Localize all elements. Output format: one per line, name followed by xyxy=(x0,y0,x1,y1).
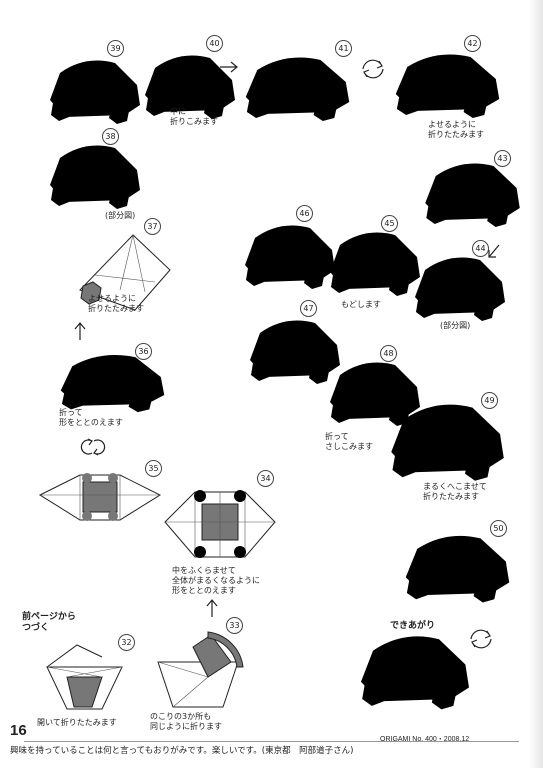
step-41-number: 41 xyxy=(335,40,352,57)
step-44-diagram xyxy=(415,257,505,321)
step-37-partial-label: (部分図) xyxy=(105,211,136,220)
step-48-number: 48 xyxy=(380,345,397,362)
step-40-number: 40 xyxy=(206,35,223,52)
step-36: 36 折って 形をととのえます xyxy=(55,340,175,440)
step-41: 41 xyxy=(240,40,355,130)
turn-over-arrow xyxy=(80,438,106,456)
reader-comment: 興味を持っていることは何と言ってもおりがみです。楽しいです。(東京都 阿部道子さ… xyxy=(10,746,354,756)
next-step-arrow xyxy=(220,61,238,73)
step-34: 34 中をふくらませて 全体がまるくなるように 形をととのえます xyxy=(160,470,290,600)
step-34-number: 34 xyxy=(257,470,274,487)
step-35-number: 35 xyxy=(145,460,162,477)
step-50-diagram xyxy=(405,535,510,603)
step-44: 44 (部分図) xyxy=(410,240,515,335)
step-42-number: 42 xyxy=(464,35,481,52)
step-37-diagram xyxy=(79,234,171,311)
step-32-number: 32 xyxy=(118,634,135,651)
step-47: 47 xyxy=(245,300,340,390)
turn-over-arrow xyxy=(470,629,492,649)
step-33: 33 のこりの3か所も 同じように折ります xyxy=(148,612,268,737)
step-33-number: 33 xyxy=(226,617,243,634)
step-32-caption: 開いて折りたたみます xyxy=(37,718,117,727)
step-33-caption: のこりの3か所も 同じように折ります xyxy=(150,712,222,731)
step-48: 48 折って さしこみます xyxy=(325,345,420,455)
step-40-caption: 中に 折りこみます xyxy=(170,107,218,126)
finished-label: できあがり xyxy=(390,621,436,631)
step-36-number: 36 xyxy=(135,343,152,360)
next-step-arrow xyxy=(488,244,500,258)
step-42-caption: よせるように 折りたたみます xyxy=(428,120,484,139)
step-37-number: 37 xyxy=(144,218,161,235)
step-39-diagram xyxy=(50,60,140,124)
step-43-diagram xyxy=(425,163,520,227)
step-47-diagram xyxy=(250,320,340,384)
step-43: 43 xyxy=(420,148,525,233)
step-45-number: 45 xyxy=(381,215,398,232)
step-46-number: 46 xyxy=(296,205,313,222)
step-49-caption: まるくへこませて 折りたたみます xyxy=(423,482,487,501)
step-47-number: 47 xyxy=(300,300,317,317)
step-42: 42 よせるように 折りたたみます xyxy=(390,35,510,150)
step-39-number: 39 xyxy=(107,40,124,57)
step-49-diagram xyxy=(391,404,504,481)
step-49: 49 まるくへこませて 折りたたみます xyxy=(385,390,515,515)
footer-divider xyxy=(24,741,519,742)
issue-info: ORIGAMI No. 400・2008.12 xyxy=(380,736,470,743)
step-43-number: 43 xyxy=(494,150,511,167)
step-48-caption: 折って さしこみます xyxy=(325,432,373,451)
next-step-arrow xyxy=(74,322,86,340)
step-35: 35 xyxy=(35,460,165,530)
turn-over-arrow xyxy=(362,59,384,79)
step-41-diagram xyxy=(245,57,350,121)
step-32-diagram xyxy=(46,644,123,710)
step-38: 38 xyxy=(45,125,145,209)
step-45-caption: もどします xyxy=(341,300,381,309)
next-step-arrow xyxy=(206,599,218,617)
step-35-diagram xyxy=(38,473,162,521)
step-44-number: 44 xyxy=(472,240,489,257)
step-37-caption: よせるように 折りたたみます xyxy=(88,294,144,313)
step-37: (部分図) 37 よせるように 折りたたみます xyxy=(70,210,180,320)
step-36-caption: 折って 形をととのえます xyxy=(59,408,123,427)
step-46-diagram xyxy=(245,225,335,289)
step-38-number: 38 xyxy=(102,128,119,145)
step-40: 40 中に 折りこみます xyxy=(140,35,235,135)
step-45-diagram xyxy=(330,232,420,296)
step-44-partial-label: (部分図) xyxy=(440,321,471,330)
page-edge-shadow xyxy=(529,0,543,768)
step-33-diagram xyxy=(157,631,244,708)
finished-model-view xyxy=(355,620,475,720)
step-32: 前ページから つづく 32 開いて折りたたみます xyxy=(22,612,142,732)
page-number: 16 xyxy=(10,722,27,739)
step-34-diagram xyxy=(164,490,276,558)
step-42-diagram xyxy=(395,54,500,118)
step-45: 45 もどします xyxy=(325,215,420,315)
step-50: 50 できあがり xyxy=(390,520,525,631)
step-39: 39 xyxy=(45,40,140,124)
step-34-caption: 中をふくらませて 全体がまるくなるように 形をととのえます xyxy=(172,566,260,595)
continued-from-previous-page: 前ページから つづく xyxy=(22,612,76,633)
finished-model-diagram xyxy=(361,636,469,710)
step-50-number: 50 xyxy=(490,520,507,537)
step-49-number: 49 xyxy=(481,392,498,409)
step-38-diagram xyxy=(50,145,140,209)
step-46: 46 xyxy=(240,205,335,295)
